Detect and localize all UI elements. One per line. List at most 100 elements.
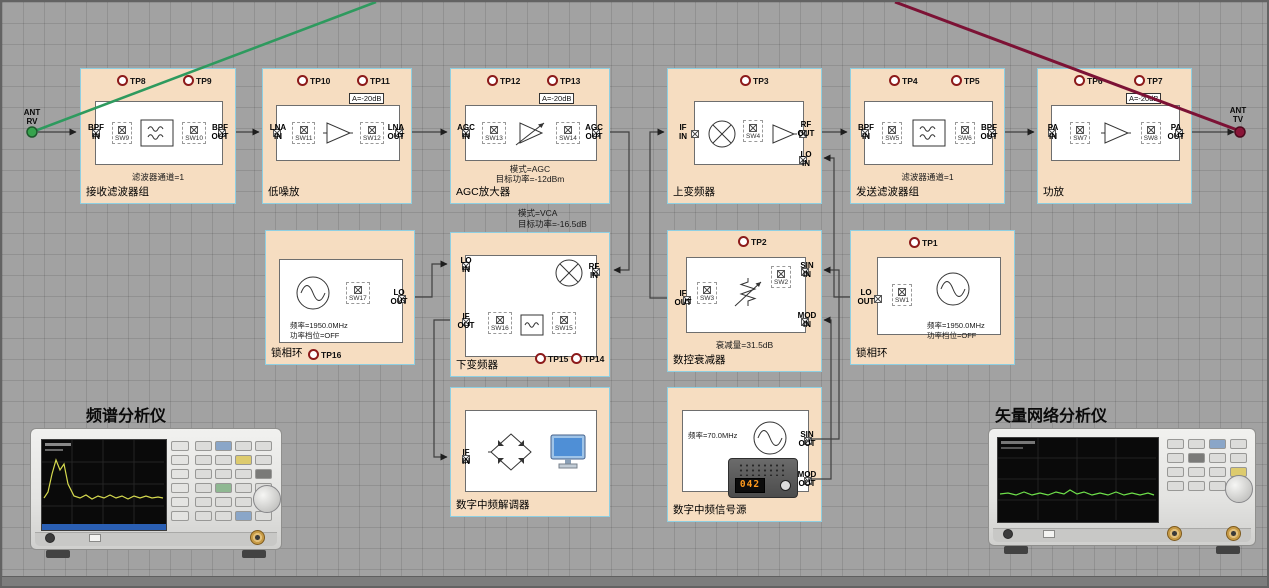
panel-key[interactable]	[1209, 453, 1226, 463]
test-point-tp6[interactable]: TP6	[1074, 75, 1103, 86]
panel-key[interactable]	[235, 483, 252, 493]
block-digital-if-source[interactable]: 频率=70.0MHz 042 SIN OUT MOD OUT 数字中频信号源	[667, 387, 822, 522]
panel-key[interactable]	[1209, 467, 1226, 477]
wire-pllright-upconv-lo[interactable]	[823, 154, 850, 298]
panel-key[interactable]	[195, 441, 212, 451]
test-point-tp12[interactable]: TP12	[487, 75, 520, 86]
instrument-foot	[242, 550, 266, 558]
panel-key[interactable]	[215, 441, 232, 451]
wire-pllleft-downconv-lo[interactable]	[415, 260, 448, 298]
panel-key[interactable]	[255, 455, 272, 465]
panel-key[interactable]	[1188, 439, 1205, 449]
panel-key[interactable]	[215, 483, 232, 493]
rf-connector-port2[interactable]	[1226, 526, 1241, 541]
panel-key[interactable]	[215, 511, 232, 521]
panel-key[interactable]	[195, 455, 212, 465]
test-point-tp2[interactable]: TP2	[738, 236, 767, 247]
block-power-amplifier[interactable]: TP6 TP7 A=-20dB SW7 SW8 PA IN PA OUT 功放	[1037, 68, 1192, 204]
power-button[interactable]	[45, 533, 55, 543]
power-button[interactable]	[1003, 529, 1013, 539]
panel-key[interactable]	[215, 455, 232, 465]
spectrum-analyzer[interactable]	[30, 428, 282, 558]
test-point-tp13[interactable]: TP13	[547, 75, 580, 86]
panel-key[interactable]	[235, 511, 252, 521]
softkey[interactable]	[171, 497, 189, 507]
rotary-knob[interactable]	[1225, 475, 1253, 503]
softkey[interactable]	[171, 469, 189, 479]
port-label-lo-out: LO OUT	[857, 288, 875, 306]
block-digital-attenuator[interactable]: TP2 SW3 SW2 IF OUT SIN IN MOD IN 衰减量=31.…	[667, 230, 822, 372]
block-up-converter[interactable]: TP3 SW4 IF IN RF OUT LO IN 上变频器	[667, 68, 822, 204]
tp-label: TP3	[753, 75, 769, 86]
panel-key[interactable]	[1230, 439, 1247, 449]
test-point-tp10[interactable]: TP10	[297, 75, 330, 86]
test-point-tp16[interactable]: TP16	[308, 349, 341, 360]
test-point-tp7[interactable]: TP7	[1134, 75, 1163, 86]
ant-rv-label: ANT RV	[23, 108, 41, 126]
panel-key[interactable]	[1209, 481, 1226, 491]
wire-atten-upconv-if[interactable]	[649, 128, 667, 299]
ant-tv-port[interactable]	[1234, 126, 1246, 138]
test-point-tp8[interactable]: TP8	[117, 75, 146, 86]
panel-key[interactable]	[255, 469, 272, 479]
panel-key[interactable]	[235, 469, 252, 479]
panel-key[interactable]	[195, 497, 212, 507]
test-point-tp15[interactable]: TP15	[535, 353, 568, 364]
tp-circle	[117, 75, 128, 86]
panel-key[interactable]	[195, 483, 212, 493]
panel-key[interactable]	[255, 441, 272, 451]
panel-key[interactable]	[235, 441, 252, 451]
rf-connector[interactable]	[250, 530, 265, 545]
test-point-tp5[interactable]: TP5	[951, 75, 980, 86]
rotary-knob[interactable]	[253, 485, 281, 513]
softkey[interactable]	[171, 455, 189, 465]
test-point-tp11[interactable]: TP11	[357, 75, 390, 86]
port-label-bpf-out: BPF OUT	[980, 123, 998, 141]
port-square-rf	[592, 268, 600, 276]
panel-key[interactable]	[235, 455, 252, 465]
softkey[interactable]	[171, 483, 189, 493]
test-point-tp14[interactable]: TP14	[571, 353, 604, 364]
block-down-converter[interactable]: SW16 SW15 LO IN IF OUT RF IN TP15 TP14 下…	[450, 232, 610, 377]
block-rx-filter-bank[interactable]: TP8 TP9 SW9 SW10 BPF IN BPF OUT 滤波器通道=1 …	[80, 68, 236, 204]
block-pll-left[interactable]: SW17 频率=1950.0MHz 功率档位=OFF LO OUT TP16 锁…	[265, 230, 415, 365]
block-digital-if-demodulator[interactable]: IF IN 数字中频解调器	[450, 387, 610, 517]
wire-downconv-demod[interactable]	[433, 319, 450, 461]
softkey[interactable]	[171, 441, 189, 451]
panel-key[interactable]	[195, 469, 212, 479]
ant-rv-port[interactable]	[26, 126, 38, 138]
device-button	[780, 480, 791, 491]
rf-connector-port1[interactable]	[1167, 526, 1182, 541]
test-point-tp1[interactable]: TP1	[909, 237, 938, 248]
panel-key[interactable]	[215, 469, 232, 479]
vector-network-analyzer[interactable]	[988, 428, 1256, 554]
panel-key[interactable]	[195, 511, 212, 521]
wire-agc-downconv-rf[interactable]	[610, 131, 630, 274]
test-point-tp4[interactable]: TP4	[889, 75, 918, 86]
screen-taskbar	[42, 524, 166, 530]
tp-circle	[297, 75, 308, 86]
panel-key[interactable]	[1167, 439, 1184, 449]
switch-box: SW7	[1070, 122, 1091, 144]
panel-key[interactable]	[235, 497, 252, 507]
block-lna[interactable]: TP10 TP11 A=-20dB SW11 SW12 LNA IN LNA O…	[262, 68, 412, 204]
block-agc-amplifier[interactable]: TP12 TP13 A=-20dB SW13 SW14 AGC IN AGC O…	[450, 68, 610, 204]
switch-label: SW3	[700, 295, 715, 302]
panel-key[interactable]	[1188, 481, 1205, 491]
panel-key[interactable]	[1167, 467, 1184, 477]
panel-key[interactable]	[1188, 467, 1205, 477]
switch-label: SW4	[746, 133, 761, 140]
softkey[interactable]	[171, 511, 189, 521]
panel-key[interactable]	[1188, 453, 1205, 463]
test-point-tp9[interactable]: TP9	[183, 75, 212, 86]
panel-key[interactable]	[1230, 453, 1247, 463]
switch-label: SW1	[895, 297, 910, 304]
panel-key[interactable]	[1209, 439, 1226, 449]
block-pll-right[interactable]: TP1 SW1 频率=1950.0MHz 功率档位=OFF LO OUT 锁相环	[850, 230, 1015, 365]
panel-key[interactable]	[1167, 453, 1184, 463]
test-point-tp3[interactable]: TP3	[740, 75, 769, 86]
block-tx-filter-bank[interactable]: TP4 TP5 SW5 SW6 BPF IN BPF OUT 滤波器通道=1 发…	[850, 68, 1005, 204]
panel-key[interactable]	[215, 497, 232, 507]
panel-key[interactable]	[1167, 481, 1184, 491]
